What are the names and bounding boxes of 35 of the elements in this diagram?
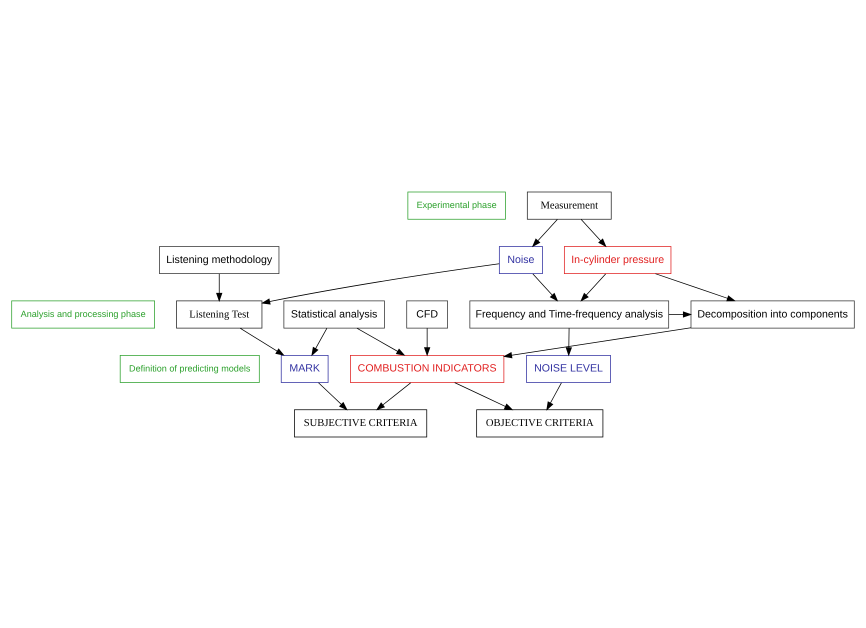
node-box: Statistical analysis (284, 300, 385, 328)
node-box: NOISE LEVEL (526, 354, 611, 382)
node-box: Decomposition into components (690, 300, 855, 328)
arrow (216, 273, 222, 302)
arrow (655, 272, 736, 301)
node-box: In-cylinder pressure (564, 246, 672, 274)
arrow (424, 327, 430, 356)
node-box: CFD (406, 300, 448, 328)
arrow (311, 327, 328, 356)
arrow (532, 273, 558, 302)
arrow (566, 327, 572, 356)
node-box: MARK (280, 354, 328, 382)
arrow (356, 327, 406, 356)
arrow (376, 382, 412, 410)
arrow (532, 218, 558, 247)
arrow (668, 310, 692, 318)
node-box: Frequency and Time-frequency analysis (469, 300, 670, 328)
arrow (318, 382, 348, 410)
node-box: Noise (498, 246, 543, 274)
node-box: Listening Test (176, 300, 262, 328)
node-box: COMBUSTION INDICATORS (350, 354, 504, 382)
node-box: Listening methodology (159, 246, 280, 274)
node-box: Measurement (526, 191, 612, 220)
arrow (261, 262, 500, 304)
node-box: OBJECTIVE CRITERIA (476, 408, 604, 437)
node-box: Experimental phase (407, 191, 506, 220)
arrow (240, 327, 285, 356)
arrow (580, 218, 607, 247)
arrow (502, 326, 692, 358)
node-box: SUBJECTIVE CRITERIA (294, 408, 428, 437)
node-box: Analysis and processing phase (11, 300, 155, 328)
node-box: Definition of predicting models (120, 354, 260, 382)
arrow (454, 382, 514, 410)
arrow (580, 273, 606, 302)
arrow (546, 382, 562, 410)
